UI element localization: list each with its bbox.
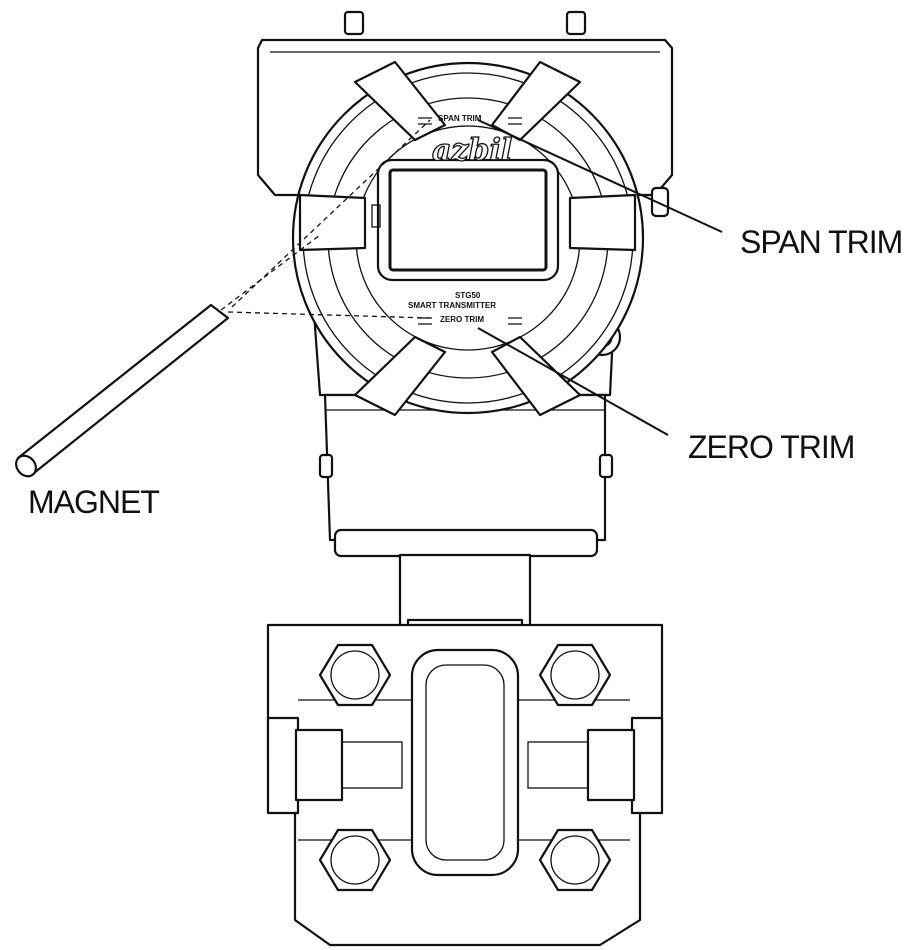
bolt-top-left [318,643,392,707]
bolt-bottom-right [538,828,612,892]
front-cover: azbil SPAN TRIM STG50 SMART TRANSMITTER … [291,60,645,417]
magnet-label: MAGNET [28,484,159,520]
brand-logo: azbil [432,133,512,168]
magnet [15,119,431,478]
span-trim-label: SPAN TRIM [740,224,902,260]
subtitle-marking: SMART TRANSMITTER [408,301,496,310]
flange-block [266,623,664,947]
span-trim-leader [477,119,723,233]
model-marking: STG50 [455,291,481,300]
zero-trim-label: ZERO TRIM [688,429,854,465]
top-marking: SPAN TRIM [438,114,482,123]
zero-trim-leader [477,327,669,436]
bolt-top-right [538,643,612,707]
bottom-marking: ZERO TRIM [440,315,484,324]
bolt-bottom-left [318,828,392,892]
